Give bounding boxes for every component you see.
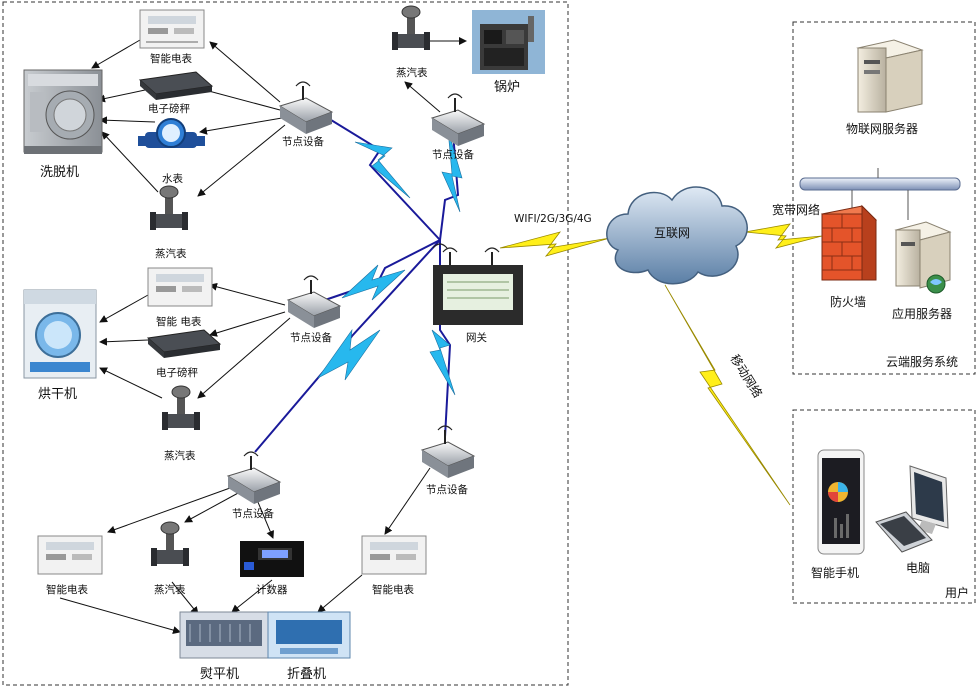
steam1-label: 蒸汽表 [155, 247, 187, 260]
bolt-node-boiler [441, 129, 463, 213]
smart-meter-icon [361, 535, 427, 575]
steam3-label: 蒸汽表 [154, 583, 186, 596]
yellow-links [499, 223, 823, 506]
gateway-label: 网关 [466, 331, 487, 344]
broadband-bolt [744, 223, 823, 249]
steam-meter-icon [162, 385, 200, 430]
node-device-icon [278, 81, 334, 134]
wireless-link-node2 [324, 239, 441, 301]
ironer-icon [179, 611, 269, 659]
bolt-node3 [317, 328, 381, 381]
steam-boiler-label: 蒸汽表 [396, 66, 428, 79]
iot-server-label: 物联网服务器 [846, 121, 918, 136]
connection-arrows [59, 37, 467, 634]
node-device-icon [430, 93, 486, 146]
firewall-icon [820, 204, 878, 281]
bolt-node4 [429, 329, 456, 396]
firewall-label: 防火墙 [830, 294, 866, 309]
node-device-icon [286, 275, 342, 328]
folder-icon [267, 611, 351, 659]
ironer-label: 熨平机 [200, 667, 239, 682]
wireless-link-node1 [317, 111, 441, 241]
user-box-title: 用户 [945, 585, 969, 600]
steam-meter-icon [150, 185, 188, 230]
meter1-label: 智能电表 [150, 52, 192, 65]
wireless-bolts [317, 129, 463, 396]
network-bus [799, 168, 961, 220]
broadband-label: 宽带网络 [772, 202, 820, 217]
boiler-icon [472, 10, 545, 74]
cloud-system-title: 云端服务系统 [886, 354, 958, 369]
scale-icon [138, 71, 214, 100]
wireless-links [254, 111, 460, 453]
boiler-steam-meter-icon [392, 5, 430, 50]
scale2-label: 电子磅秤 [156, 366, 198, 379]
steam2-label: 蒸汽表 [164, 449, 196, 462]
bolt-node1 [354, 141, 411, 199]
meter2-label: 智能 电表 [156, 315, 202, 328]
smart-meter-icon [37, 535, 103, 575]
smart-meter-icon [139, 9, 205, 49]
mobile-label: 移动网络 [727, 352, 765, 401]
cloud-system-box [792, 21, 976, 375]
smart-meter-icon [147, 267, 213, 307]
server-icon [856, 39, 924, 113]
counter-icon [240, 541, 304, 577]
steam-meter-icon [151, 521, 189, 566]
app-server-label: 应用服务器 [892, 306, 952, 321]
node-boiler-label: 节点设备 [432, 148, 474, 161]
internet-cloud-icon [606, 186, 748, 285]
scale1-label: 电子磅秤 [148, 102, 190, 115]
local-site-box [2, 1, 569, 686]
phone-label: 智能手机 [811, 565, 859, 580]
washer-label: 洗脱机 [40, 165, 79, 180]
desktop-computer-icon [875, 465, 949, 553]
meter3-label: 智能电表 [46, 583, 88, 596]
wifi-bolt [499, 231, 611, 257]
folder-label: 折叠机 [287, 667, 326, 682]
boiler-label: 锅炉 [494, 79, 520, 95]
water-meter-icon [138, 118, 205, 148]
smartphone-icon [817, 449, 865, 555]
node3-label: 节点设备 [232, 507, 274, 520]
pc-label: 电脑 [906, 561, 930, 575]
node4-label: 节点设备 [426, 483, 468, 496]
dryer-label: 烘干机 [38, 387, 77, 402]
washer-icon [23, 69, 103, 154]
counter-label: 计数器 [256, 583, 288, 596]
meter4-label: 智能电表 [372, 583, 414, 596]
user-box [792, 409, 976, 604]
node-device-icon [420, 425, 476, 478]
dryer-icon [23, 289, 97, 379]
watermeter-label: 水表 [162, 172, 183, 185]
internet-label: 互联网 [654, 226, 690, 240]
gateway-icon [432, 243, 523, 325]
node2-label: 节点设备 [290, 331, 332, 344]
scale-icon [146, 329, 222, 358]
mobile-bolt [664, 284, 791, 506]
app-server-icon [894, 221, 952, 294]
node1-label: 节点设备 [282, 135, 324, 148]
wifi-label: WIFI/2G/3G/4G [514, 213, 592, 225]
node-device-icon [226, 451, 282, 504]
bolt-node2 [341, 264, 406, 301]
